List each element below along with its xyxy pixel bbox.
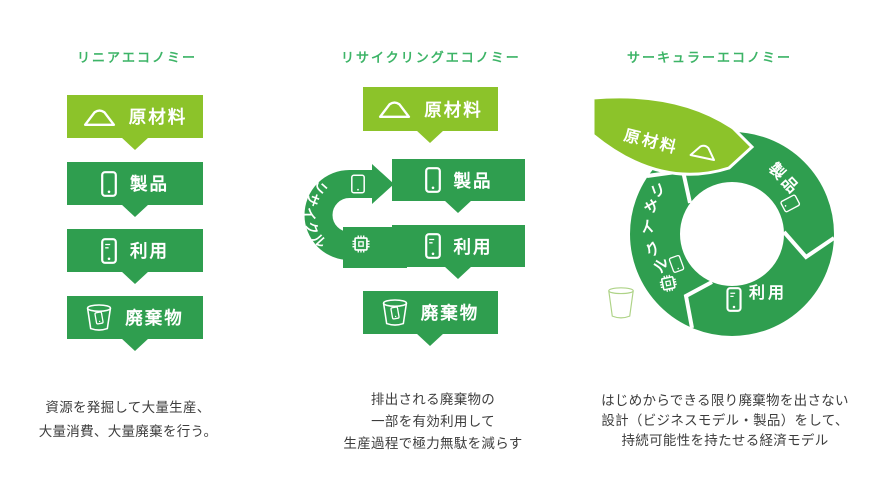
mound-icon [379, 101, 411, 118]
trash-bin-icon [382, 298, 408, 326]
description-line: 生産過程で極力無駄を減らす [343, 436, 523, 452]
step-label: 原材料 [128, 108, 188, 128]
flow-arrow-down-icon [121, 137, 149, 150]
step-label: 利用 [453, 237, 493, 258]
circular-economy-ring: 製品 利用 リ サ イ ク ル [591, 95, 836, 336]
description-line: 設計（ビジネスモデル・製品）をして、 [601, 413, 849, 429]
description-line: 一部を有効利用して [371, 414, 495, 430]
flow-arrow-down-icon [444, 266, 472, 279]
smartphone-icon [101, 170, 117, 197]
description-line: 持続可能性を持たせる経済モデル [621, 433, 829, 449]
flow-arrow-down-icon [121, 338, 149, 351]
mound-icon [83, 109, 115, 126]
recycling-step-use: 利用 [392, 225, 525, 267]
loop-curve [304, 170, 407, 260]
description-line: 大量消費、大量廃棄を行う。 [38, 424, 218, 440]
linear-step-use: 利用 [67, 229, 203, 272]
linear-step-raw-material: 原材料 [67, 95, 203, 138]
step-label: 製品 [130, 175, 169, 195]
description-line: はじめからできる限り廃棄物を出さない [601, 393, 849, 409]
flow-arrow-down-icon [444, 200, 472, 213]
raw-material-swoosh-arrow [591, 95, 755, 176]
flow-arrow-down-icon [416, 130, 444, 143]
ring-separator-icon [683, 280, 713, 329]
flow-arrow-down-icon [121, 204, 149, 217]
empty-trash-cup-icon [608, 287, 634, 319]
recycling-step-waste: 廃棄物 [363, 291, 498, 334]
ring-separator-icon [782, 230, 836, 260]
trash-bin-icon [86, 303, 112, 331]
loop-arrowhead-icon [372, 164, 394, 204]
ring-segment-use-label: 利用 [749, 283, 787, 302]
recycling-step-raw-material: 原材料 [363, 87, 498, 131]
step-label: 原材料 [424, 100, 483, 121]
linear-economy-description: 資源を発掘して大量生産、 大量消費、大量廃棄を行う。 [8, 396, 248, 444]
step-label: 利用 [130, 242, 169, 262]
circular-economy-title: サーキュラーエコノミー [627, 51, 793, 66]
step-label: 廃棄物 [420, 304, 480, 324]
flow-arrow-down-icon [416, 333, 444, 346]
linear-step-product: 製品 [67, 162, 203, 205]
recycling-step-product: 製品 [392, 159, 525, 201]
smartphone-icon [424, 167, 441, 193]
linear-step-waste: 廃棄物 [67, 296, 203, 339]
smartphone-in-use-icon [424, 233, 441, 259]
smartphone-in-use-icon [101, 237, 117, 264]
step-label: 廃棄物 [125, 309, 184, 329]
step-label: 製品 [453, 171, 493, 192]
linear-economy-title: リニアエコノミー [77, 51, 198, 66]
svg-text:リ: リ [648, 180, 668, 202]
description-line: 排出される廃棄物の [370, 392, 496, 408]
flow-arrow-down-icon [121, 271, 149, 284]
recycling-economy-title: リサイクリングエコノミー [341, 51, 521, 66]
description-line: 資源を発掘して大量生産、 [45, 400, 211, 416]
recycling-economy-description: 排出される廃棄物の 一部を有効利用して 生産過程で極力無駄を減らす [313, 389, 553, 455]
circular-economy-description: はじめからできる限り廃棄物を出さない 設計（ビジネスモデル・製品）をして、 持続… [600, 391, 850, 451]
